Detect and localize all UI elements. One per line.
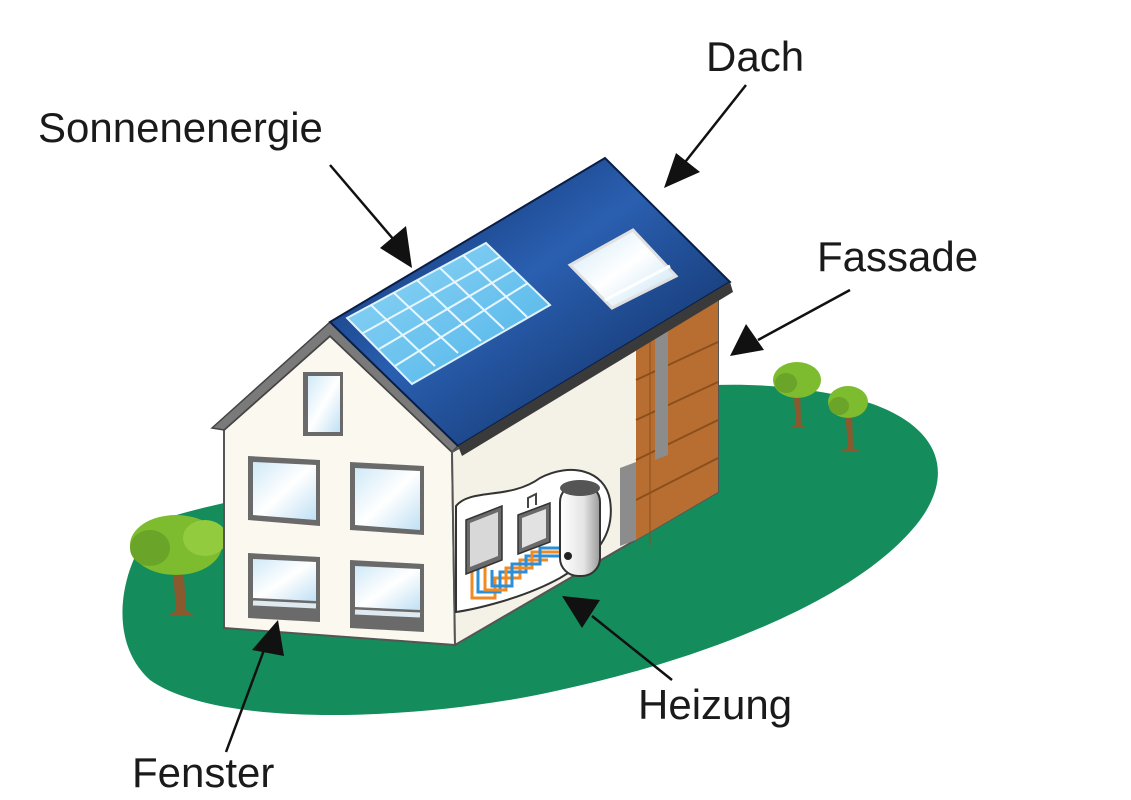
arrow-heizung (562, 596, 673, 681)
arrow-dach (664, 84, 747, 188)
roof-edge (458, 282, 733, 456)
pointer-arrows (224, 84, 851, 753)
window-4 (350, 560, 424, 632)
tree-left (130, 515, 227, 616)
pump-unit (517, 492, 551, 556)
control-unit (465, 504, 503, 576)
solar-panel (345, 241, 552, 386)
window-1 (248, 456, 320, 526)
tree-right-1 (773, 362, 821, 428)
label-fenster: Fenster (132, 749, 275, 796)
wood-facade (620, 297, 719, 546)
window-2 (350, 462, 424, 535)
heating-pipes (470, 546, 572, 600)
tree-right-2 (828, 386, 868, 451)
roof-window (567, 228, 679, 310)
arrow-fenster (224, 620, 284, 753)
label-dach: Dach (706, 33, 805, 80)
label-heizung: Heizung (638, 681, 793, 728)
arrow-sonnenenergie (329, 164, 412, 268)
label-sonnenenergie: Sonnenenergie (38, 104, 323, 151)
window-attic (303, 372, 343, 436)
water-tank (559, 480, 601, 577)
window-3 (248, 553, 320, 622)
heating-room (455, 468, 612, 614)
label-fassade: Fassade (817, 233, 979, 280)
arrow-fassade (730, 288, 851, 356)
